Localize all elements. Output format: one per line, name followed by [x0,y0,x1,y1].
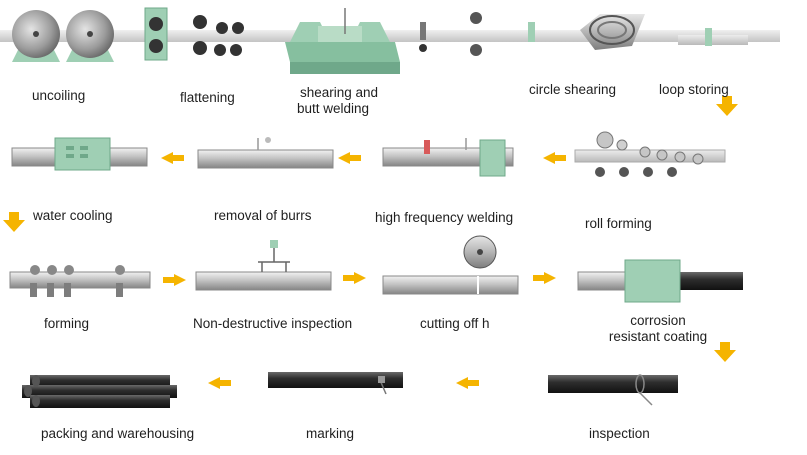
coating-illustration [577,259,743,303]
label-packing: packing and warehousing [41,426,195,441]
arrow-left-icon [208,377,231,389]
label-removal-burrs: removal of burrs [214,208,312,223]
forming-illustration [9,265,151,297]
arrow-down-icon [3,212,25,232]
label-water-cooling: water cooling [33,208,113,223]
label-coating-l2: resistant coating [608,329,708,344]
arrow-right-icon [343,272,366,284]
label-shearing-l1: shearing and [300,85,379,100]
shearing-welding-illustration [285,8,400,74]
label-uncoiling: uncoiling [32,88,86,103]
label-loop-storing: loop storing [659,82,729,97]
arrow-left-icon [338,152,361,164]
hf-welding-illustration [382,138,514,177]
roll-forming-illustration [574,131,726,177]
cutting-off-illustration [382,235,519,295]
label-ndt: Non-destructive inspection [193,316,353,331]
arrow-right-icon [533,272,556,284]
label-inspection: inspection [589,426,650,441]
label-flattening: flattening [180,90,235,105]
water-cooling-illustration [11,137,148,171]
arrow-down-icon [716,96,738,116]
label-roll-forming: roll forming [585,216,652,231]
arrow-left-icon [456,377,479,389]
removal-burrs-illustration [197,137,334,169]
label-circle-shearing: circle shearing [529,82,617,97]
flow-arrows [3,96,738,389]
packing-illustration [22,375,177,408]
label-hf-welding: high frequency welding [375,210,514,225]
marking-illustration [268,372,403,395]
arrow-down-icon [714,342,736,362]
label-coating-l1: corrosion [630,313,686,328]
flattening-illustration [144,7,244,61]
label-forming: forming [44,316,90,331]
label-marking: marking [306,426,355,441]
label-cutting-off: cutting off h [420,316,490,331]
inspection-illustration [548,374,678,406]
loop-storing-illustration [678,28,748,46]
arrow-left-icon [543,152,566,164]
arrow-left-icon [161,152,184,164]
arrow-right-icon [163,274,186,286]
label-shearing-l2: butt welding [297,101,370,116]
ndt-illustration [195,240,332,291]
circle-shearing-illustration [419,12,645,56]
